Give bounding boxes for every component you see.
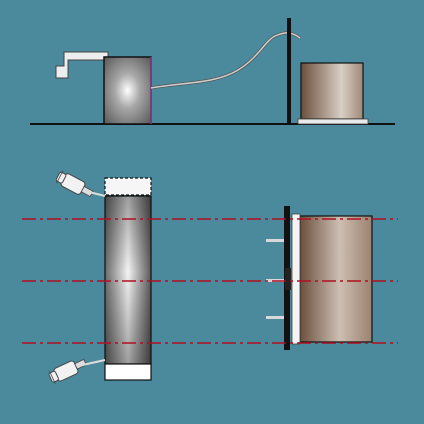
post-clamp <box>285 268 291 290</box>
pin <box>266 316 284 319</box>
sensor-icon <box>55 170 94 198</box>
vertical-post <box>287 18 291 124</box>
drum-base <box>297 118 369 125</box>
roller-end-cap <box>104 363 152 381</box>
sensor-arm-bottom <box>77 359 106 367</box>
top-view <box>22 170 398 384</box>
roller-extension-dashed <box>104 177 152 196</box>
centerlines <box>22 218 398 344</box>
drum-top-view <box>299 215 373 343</box>
bracket-icon <box>55 51 109 79</box>
sensor-arm-top <box>84 190 106 197</box>
pin <box>266 239 284 242</box>
mount-plate <box>291 213 301 345</box>
cable <box>150 31 301 90</box>
cable-highlight <box>150 32 301 89</box>
pins <box>266 239 284 319</box>
roller-side-view <box>103 56 152 125</box>
side-view <box>30 18 395 125</box>
sensor-icon <box>48 358 87 384</box>
roller-top-shade <box>105 196 151 364</box>
drum-side-view <box>300 62 364 120</box>
